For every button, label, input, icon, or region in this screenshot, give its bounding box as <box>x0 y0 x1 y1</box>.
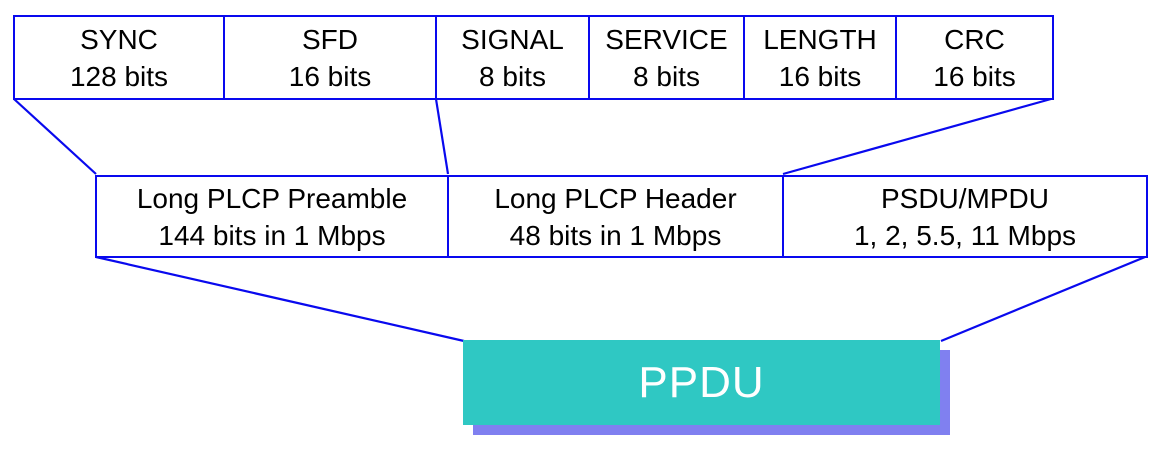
field-signal-label: SIGNAL <box>461 23 564 55</box>
connector-line-preamble-left <box>13 98 97 175</box>
field-service-label: SERVICE <box>605 23 728 55</box>
field-sfd: SFD 16 bits <box>223 15 437 100</box>
field-signal-size: 8 bits <box>479 60 546 92</box>
field-service: SERVICE 8 bits <box>588 15 745 100</box>
field-length: LENGTH 16 bits <box>743 15 897 100</box>
connector-line-preamble-header-split <box>434 98 450 175</box>
section-psdu-label: PSDU/MPDU <box>880 182 1049 214</box>
field-crc: CRC 16 bits <box>895 15 1054 100</box>
field-sync-label: SYNC <box>80 23 158 55</box>
connector-line-ppdu-left <box>95 255 465 343</box>
section-long-plcp-header: Long PLCP Header 48 bits in 1 Mbps <box>447 175 784 258</box>
section-header-label: Long PLCP Header <box>494 182 737 214</box>
section-header-size: 48 bits in 1 Mbps <box>509 219 722 251</box>
field-crc-size: 16 bits <box>933 60 1016 92</box>
connector-line-header-right <box>782 97 1052 176</box>
plcp-sections-row: Long PLCP Preamble 144 bits in 1 Mbps Lo… <box>95 175 1148 258</box>
field-length-size: 16 bits <box>778 60 862 92</box>
field-sync: SYNC 128 bits <box>13 15 225 100</box>
field-length-label: LENGTH <box>763 23 877 55</box>
ppdu-box: PPDU <box>463 340 940 425</box>
field-sfd-size: 16 bits <box>288 60 372 92</box>
plcp-fields-row: SYNC 128 bits SFD 16 bits SIGNAL 8 bits … <box>13 15 1054 100</box>
field-crc-label: CRC <box>944 23 1005 55</box>
section-preamble-size: 144 bits in 1 Mbps <box>158 219 386 251</box>
field-service-size: 8 bits <box>633 60 700 92</box>
section-psdu-mpdu: PSDU/MPDU 1, 2, 5.5, 11 Mbps <box>782 175 1148 258</box>
section-psdu-size: 1, 2, 5.5, 11 Mbps <box>853 219 1077 251</box>
field-sfd-label: SFD <box>302 23 358 55</box>
section-long-plcp-preamble: Long PLCP Preamble 144 bits in 1 Mbps <box>95 175 449 258</box>
field-signal: SIGNAL 8 bits <box>435 15 590 100</box>
ppdu-label: PPDU <box>638 357 765 407</box>
field-sync-size: 128 bits <box>69 60 169 92</box>
section-preamble-label: Long PLCP Preamble <box>136 182 408 214</box>
connector-line-ppdu-right <box>940 255 1146 343</box>
